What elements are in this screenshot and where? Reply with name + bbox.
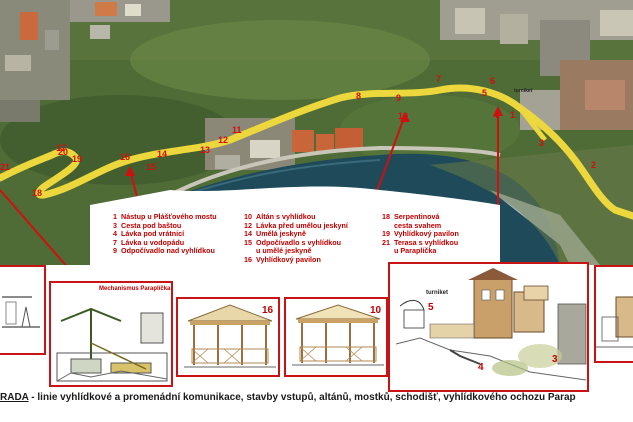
pavilion-16-drawing	[184, 304, 276, 368]
marker-6: 6	[490, 76, 495, 86]
mechanism-title: Mechanismus Paraplíčka	[99, 286, 171, 292]
panel-pavilion-10: 10	[284, 297, 388, 377]
pavilion-10-drawing	[292, 304, 384, 366]
caption-lead: RADA	[0, 392, 29, 403]
entrance-marker-5: 5	[428, 302, 434, 313]
route-markers: 1 2 3 4 5 6 7 8 9 10 11 12 13 14 15 16 1…	[0, 74, 596, 198]
marker-9: 9	[396, 93, 401, 103]
marker-20: 20	[58, 147, 68, 157]
marker-12: 12	[218, 135, 228, 145]
legend-item: cesta svahem	[394, 220, 442, 230]
panel-entrance: turniket 5 4 3	[388, 262, 589, 392]
marker-13: 13	[200, 145, 210, 155]
entrance-turniket-label: turniket	[426, 290, 449, 296]
marker-3: 3	[539, 138, 544, 148]
town-buildings	[0, 0, 170, 122]
legend-item: u umělé jeskyně	[256, 246, 312, 256]
marker-1: 1	[510, 110, 515, 120]
legend-item: u Paraplíčka	[394, 246, 437, 256]
legend-background	[90, 205, 500, 267]
entrance-marker-3: 3	[552, 354, 558, 365]
marker-4: 4	[493, 110, 498, 120]
pavilion-16-number: 16	[262, 305, 274, 316]
marker-16: 16	[120, 152, 130, 162]
entrance-drawing	[395, 268, 587, 381]
panel-right-partial	[594, 265, 633, 363]
panel-left-partial	[0, 265, 46, 355]
marker-17: 17	[56, 143, 66, 153]
caption-text: - linie vyhlídkové a promenádní komunika…	[28, 392, 576, 403]
marker-21: 21	[0, 162, 10, 172]
mechanism-drawing	[56, 307, 168, 382]
marker-10: 10	[398, 111, 408, 121]
marker-2: 2	[591, 160, 596, 170]
pavilion-10-number: 10	[370, 305, 382, 316]
panel-pavilion-16: 16	[176, 297, 280, 377]
marker-18: 18	[32, 188, 42, 198]
marker-7: 7	[436, 74, 441, 84]
marker-19: 19	[72, 154, 82, 164]
map-turniket-label: turniket	[514, 88, 533, 94]
panel-mechanism: Mechanismus Paraplíčka	[49, 281, 173, 387]
marker-15: 15	[146, 162, 156, 172]
castle-buildings	[440, 0, 633, 130]
marker-5: 5	[482, 88, 487, 98]
marker-8: 8	[356, 91, 361, 101]
marker-11: 11	[232, 125, 242, 135]
caption: RADA - linie vyhlídkové a promenádní kom…	[0, 392, 633, 408]
marker-14: 14	[157, 149, 167, 159]
entrance-marker-4: 4	[478, 362, 484, 373]
